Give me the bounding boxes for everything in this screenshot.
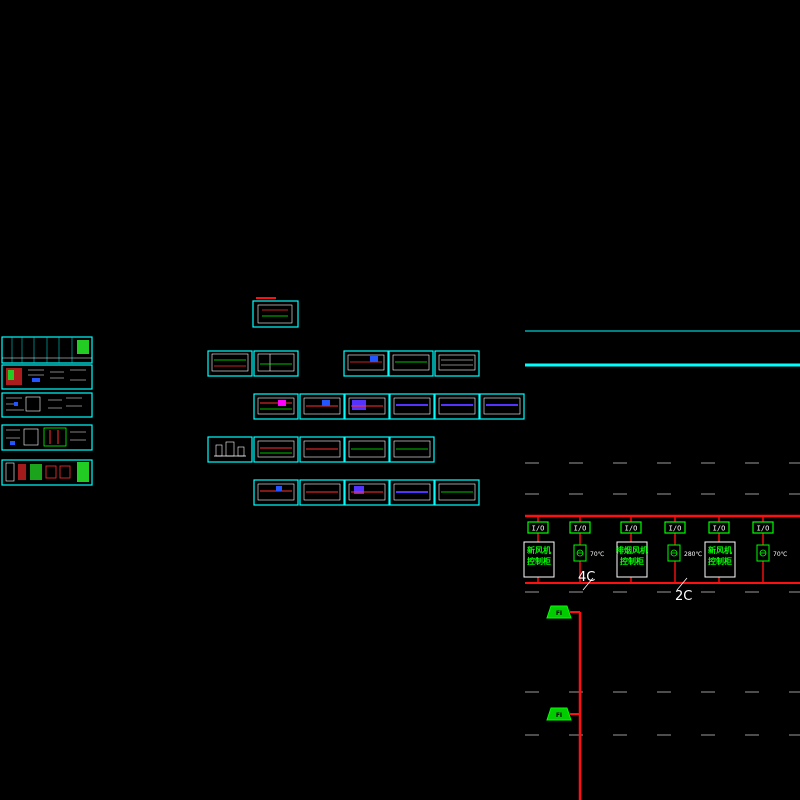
controller-cabinet[interactable]: 新风机 控制柜 <box>523 541 555 578</box>
controller-label-line1: 新风机 <box>527 545 551 555</box>
fire-input-label: FI <box>556 712 562 719</box>
damper-temp: 70℃ <box>590 551 605 558</box>
drawing-sheet[interactable] <box>344 436 390 463</box>
system-diagram-detail[interactable]: I/O I/O I/O I/O I/O I/O 新风机 控制柜 <box>523 330 800 800</box>
damper-temp: 280℃ <box>684 551 702 558</box>
controller-label-line2: 控制柜 <box>708 556 732 566</box>
controller-label-line1: 新风机 <box>708 545 732 555</box>
drawing-sheet[interactable] <box>389 436 435 463</box>
io-label: I/O <box>574 525 587 533</box>
drawing-sheet[interactable] <box>1 392 93 418</box>
drawing-sheet[interactable] <box>434 479 480 506</box>
fire-damper[interactable]: 280℃ <box>667 544 702 562</box>
io-module[interactable]: I/O <box>752 521 774 534</box>
fire-input-module[interactable]: FI <box>546 605 572 619</box>
drawing-sheet[interactable] <box>344 393 390 420</box>
damper-temp: 70℃ <box>773 551 788 558</box>
drawing-sheet[interactable] <box>253 479 299 506</box>
drawing-sheet[interactable] <box>1 424 93 451</box>
fire-input-label: FI <box>556 610 562 617</box>
cable-tick <box>582 577 594 591</box>
io-label: I/O <box>713 525 726 533</box>
drawing-sheet[interactable] <box>344 479 390 506</box>
controller-cabinet[interactable]: 排烟风机 控制柜 <box>616 541 648 578</box>
fire-input-module[interactable]: FI <box>546 707 572 721</box>
drawing-sheet[interactable] <box>252 297 299 328</box>
controller-label-line2: 控制柜 <box>620 556 644 566</box>
drawing-sheet[interactable] <box>389 479 435 506</box>
drawing-sheet[interactable] <box>253 393 299 420</box>
io-label: I/O <box>669 525 682 533</box>
io-module[interactable]: I/O <box>527 521 549 534</box>
cable-label-2c: 2C <box>675 589 692 604</box>
fire-damper[interactable]: 70℃ <box>756 544 788 562</box>
drawing-sheet[interactable] <box>207 436 253 463</box>
left-sheet-stack[interactable] <box>1 336 93 486</box>
cable-tick <box>676 577 688 591</box>
drawing-sheet[interactable] <box>1 336 93 364</box>
drawing-sheet[interactable] <box>253 350 299 377</box>
io-label: I/O <box>532 525 545 533</box>
drawing-sheet[interactable] <box>207 350 253 377</box>
drawing-sheet[interactable] <box>434 393 480 420</box>
drawing-sheet[interactable] <box>479 393 525 420</box>
io-module[interactable]: I/O <box>664 521 686 534</box>
io-module[interactable]: I/O <box>569 521 591 534</box>
drawing-sheet[interactable] <box>343 350 389 377</box>
drawing-sheet[interactable] <box>1 364 93 390</box>
io-module[interactable]: I/O <box>620 521 642 534</box>
io-label: I/O <box>625 525 638 533</box>
drawing-sheet[interactable] <box>388 350 434 377</box>
drawing-sheet[interactable] <box>299 393 345 420</box>
controller-label-line1: 排烟风机 <box>616 545 648 555</box>
controller-cabinet[interactable]: 新风机 控制柜 <box>704 541 736 578</box>
cable-label-4c: 4C <box>578 570 595 585</box>
drawing-sheet[interactable] <box>434 350 480 377</box>
middle-sheet-grid[interactable] <box>207 297 525 506</box>
drawing-sheet[interactable] <box>299 479 345 506</box>
drawing-sheet[interactable] <box>1 459 93 486</box>
io-label: I/O <box>757 525 770 533</box>
io-module[interactable]: I/O <box>708 521 730 534</box>
controller-label-line2: 控制柜 <box>527 556 551 566</box>
drawing-sheet[interactable] <box>253 436 299 463</box>
drawing-sheet[interactable] <box>299 436 345 463</box>
drawing-sheet[interactable] <box>389 393 435 420</box>
fire-damper[interactable]: 70℃ <box>573 544 605 562</box>
